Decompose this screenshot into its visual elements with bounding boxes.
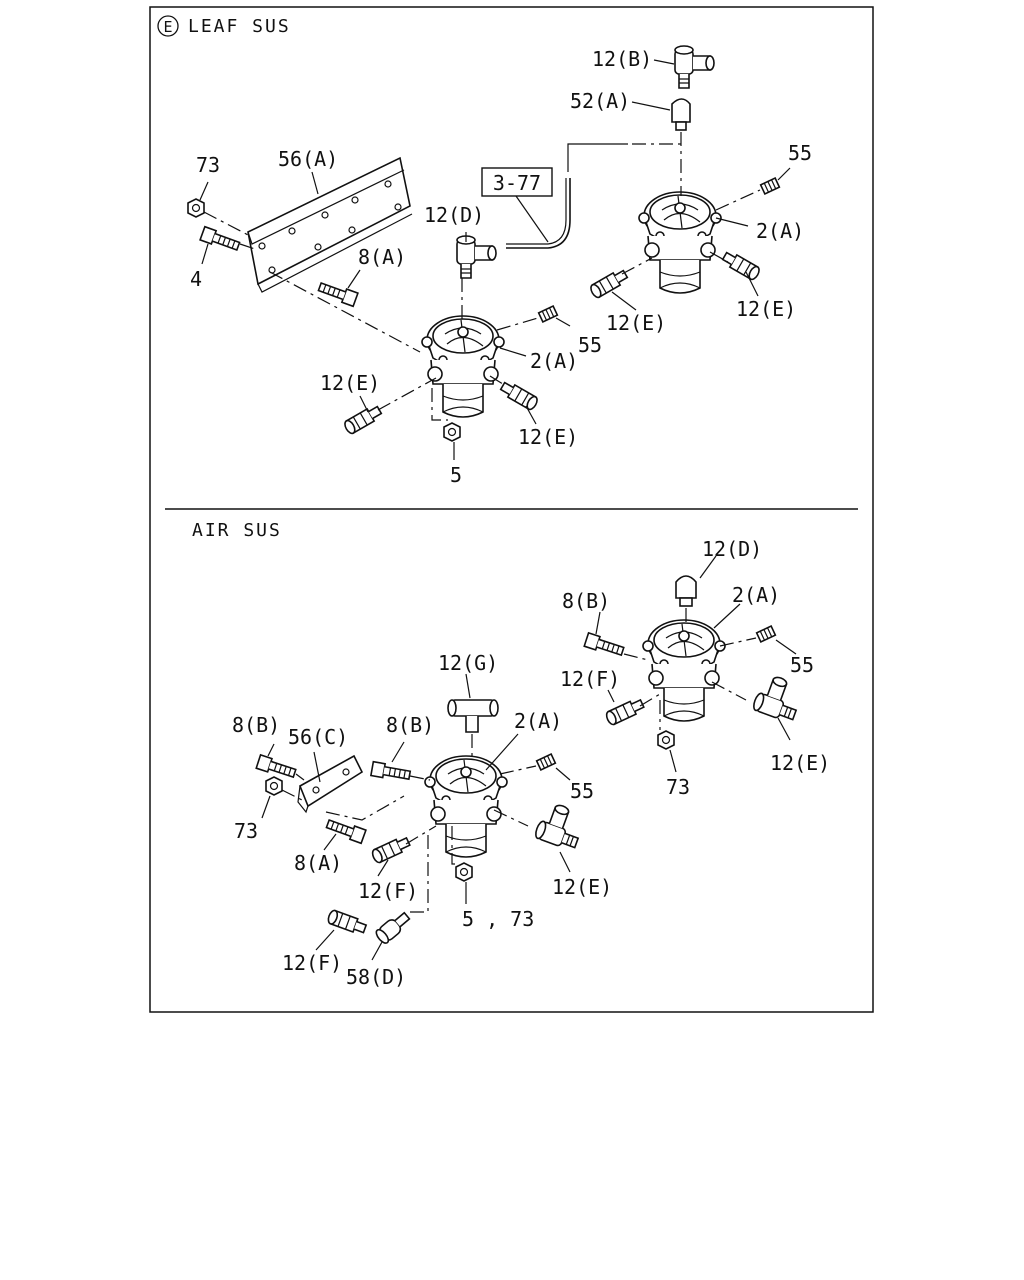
relay-valve-leaf-lower <box>421 315 505 418</box>
label-12e-leaf-right: 12(E) <box>518 425 578 449</box>
label-5-leaf: 5 <box>450 463 462 487</box>
relay-valve-air-upper <box>642 619 726 722</box>
elbow-12e-air-upper <box>751 671 806 725</box>
label-4: 4 <box>190 267 202 291</box>
bolt-8b-air-upper <box>583 632 626 659</box>
label-2a-leaf-upper: 2(A) <box>756 219 804 243</box>
label-5-73-air: 5 , 73 <box>462 907 534 931</box>
label-12e-leaf-upper-left: 12(E) <box>606 311 666 335</box>
label-8a-air: 8(A) <box>294 851 342 875</box>
label-8b-air-upper: 8(B) <box>562 589 610 613</box>
label-8a-leaf: 8(A) <box>358 245 406 269</box>
connector-52a <box>671 98 691 131</box>
label-55-air-upper: 55 <box>790 653 814 677</box>
label-52a: 52(A) <box>570 89 630 113</box>
label-12e-leaf-left: 12(E) <box>320 371 380 395</box>
tee-12g <box>447 699 499 733</box>
label-12e-air-upper: 12(E) <box>770 751 830 775</box>
elbow-12d-leaf <box>456 235 497 279</box>
relay-valve-leaf-upper <box>638 191 722 294</box>
nut-73-leaf <box>187 198 205 218</box>
label-73-bracket: 73 <box>234 819 258 843</box>
bracket-56c <box>297 754 364 814</box>
plug-55-leaf-lower <box>537 305 559 323</box>
leaf-sus-title: LEAF SUS <box>188 16 291 37</box>
fitting-12e-leaf-upper-left <box>588 267 630 300</box>
bolt-8a-leaf <box>316 279 359 308</box>
diagram-frame <box>149 6 874 1013</box>
label-2a-leaf-lower: 2(A) <box>530 349 578 373</box>
label-2a-air-lower: 2(A) <box>514 709 562 733</box>
label-8b-bracket: 8(B) <box>232 713 280 737</box>
section-e-marker-letter: E <box>163 18 172 36</box>
label-73-air-upper: 73 <box>666 775 690 799</box>
label-12e-leaf-upper-right: 12(E) <box>736 297 796 321</box>
nut-73-air-upper <box>657 730 675 750</box>
label-73-leaf: 73 <box>196 153 220 177</box>
label-12f-air-lower: 12(F) <box>358 879 418 903</box>
relay-valve-air-lower <box>424 755 508 858</box>
fitting-12f-air-lower <box>369 834 412 865</box>
label-12f-air-upper: 12(F) <box>560 667 620 691</box>
label-12g: 12(G) <box>438 651 498 675</box>
label-56c: 56(C) <box>288 725 348 749</box>
section-e-marker <box>157 15 179 37</box>
label-8b-air-lower: 8(B) <box>386 713 434 737</box>
label-12d-leaf: 12(D) <box>424 203 484 227</box>
connector-12d-air <box>675 575 697 607</box>
fitting-12e-leaf-upper-right <box>720 249 762 282</box>
label-12e-air-lower: 12(E) <box>552 875 612 899</box>
label-12b: 12(B) <box>592 47 652 71</box>
label-58d: 58(D) <box>346 965 406 989</box>
nut-73-bracket <box>265 776 283 796</box>
air-sus-title: AIR SUS <box>192 520 282 541</box>
ref-box-3-77: 3-77 <box>481 167 553 197</box>
fitting-12e-leaf-right <box>498 379 540 412</box>
bolt-8b-bracket <box>255 754 298 781</box>
fitting-12e-leaf-left <box>342 403 384 436</box>
bracket-56a <box>247 156 413 293</box>
leaf-sus-header: E LEAF SUS <box>157 15 291 37</box>
label-55-air-lower: 55 <box>570 779 594 803</box>
label-55-leaf-upper: 55 <box>788 141 812 165</box>
nut-5-73-air <box>455 862 473 882</box>
elbow-58d <box>375 911 411 944</box>
label-56a: 56(A) <box>278 147 338 171</box>
plug-55-air-upper <box>755 625 777 643</box>
ref-box-label: 3-77 <box>493 171 541 195</box>
bolt-8b-air-lower <box>370 760 412 783</box>
fitting-12f-air-upper <box>603 696 646 727</box>
nut-5-leaf <box>443 422 461 442</box>
elbow-12e-air-lower <box>533 799 588 853</box>
plug-55-air-lower <box>535 753 557 771</box>
label-2a-air-upper: 2(A) <box>732 583 780 607</box>
air-pipe <box>506 178 571 249</box>
label-12d-air: 12(D) <box>702 537 762 561</box>
elbow-12b <box>674 45 715 89</box>
label-12f-air-bottom: 12(F) <box>282 951 342 975</box>
plug-55-leaf-upper <box>759 177 781 195</box>
label-55-leaf-lower: 55 <box>578 333 602 357</box>
